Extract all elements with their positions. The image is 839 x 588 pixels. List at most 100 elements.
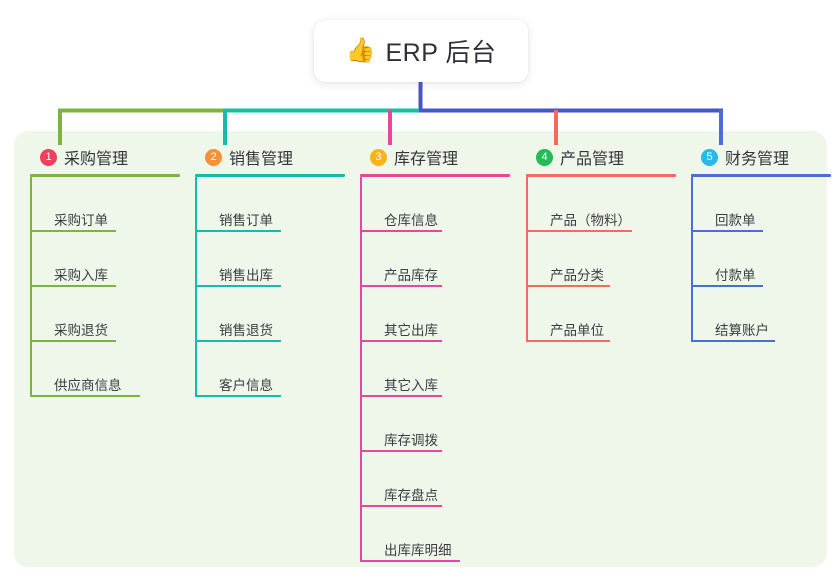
list-item-label: 产品单位	[550, 322, 604, 338]
list-item-rule	[691, 340, 775, 342]
root-node-erp-backend[interactable]: 👍 ERP 后台	[314, 20, 528, 82]
list-item[interactable]: 采购订单	[30, 177, 180, 232]
column-badge-5: 5	[701, 148, 718, 166]
root-node-title: ERP 后台	[385, 39, 497, 67]
column-finance: 5 财务管理 回款单 付款单 结算账户	[691, 144, 831, 342]
column-badge-2: 2	[205, 148, 222, 166]
list-item[interactable]: 其它出库	[360, 287, 510, 342]
list-item-rule	[30, 230, 116, 232]
list-item-label: 产品分类	[550, 267, 604, 283]
list-item-label: 产品库存	[384, 267, 438, 283]
list-item-label: 结算账户	[715, 322, 769, 338]
list-item[interactable]: 销售退货	[195, 287, 345, 342]
list-item-rule	[360, 285, 442, 287]
list-item-rule	[360, 450, 442, 452]
list-item-rule	[360, 230, 442, 232]
column-header-5[interactable]: 5 财务管理	[691, 144, 831, 170]
column-title-5: 财务管理	[725, 151, 790, 168]
list-item[interactable]: 产品（物料）	[526, 177, 676, 232]
list-item-label: 库存调拨	[384, 432, 438, 448]
list-item[interactable]: 结算账户	[691, 287, 831, 342]
column-title-2: 销售管理	[229, 151, 294, 168]
list-item[interactable]: 销售订单	[195, 177, 345, 232]
column-items-1: 采购订单 采购入库 采购退货 供应商信息	[30, 177, 180, 397]
column-badge-1: 1	[40, 148, 57, 166]
column-badge-3: 3	[370, 148, 387, 166]
column-header-rule-5	[691, 174, 831, 177]
column-spine-5	[691, 177, 693, 342]
list-item[interactable]: 库存调拨	[360, 397, 510, 452]
list-item[interactable]: 产品库存	[360, 232, 510, 287]
column-items-4: 产品（物料） 产品分类 产品单位	[526, 177, 676, 342]
list-item-label: 客户信息	[219, 377, 273, 393]
list-item[interactable]: 库存盘点	[360, 452, 510, 507]
list-item-rule	[195, 285, 281, 287]
list-item[interactable]: 其它入库	[360, 342, 510, 397]
list-item-rule	[30, 395, 140, 397]
column-sales: 2 销售管理 销售订单 销售出库 销售退货 客户信息	[195, 144, 345, 397]
column-items-5: 回款单 付款单 结算账户	[691, 177, 831, 342]
column-header-2[interactable]: 2 销售管理	[195, 144, 345, 170]
list-item-label: 采购退货	[54, 322, 108, 338]
list-item[interactable]: 产品分类	[526, 232, 676, 287]
column-purchasing: 1 采购管理 采购订单 采购入库 采购退货 供应商信	[30, 144, 180, 397]
list-item[interactable]: 采购退货	[30, 287, 180, 342]
column-title-1: 采购管理	[64, 151, 129, 168]
list-item-label: 仓库信息	[384, 212, 438, 228]
list-item[interactable]: 回款单	[691, 177, 831, 232]
column-header-4[interactable]: 4 产品管理	[526, 144, 676, 170]
list-item-rule	[526, 230, 632, 232]
list-item-label: 其它入库	[384, 377, 438, 393]
column-header-1[interactable]: 1 采购管理	[30, 144, 180, 170]
list-item-rule	[526, 340, 610, 342]
column-title-3: 库存管理	[394, 151, 459, 168]
list-item[interactable]: 仓库信息	[360, 177, 510, 232]
column-items-3: 仓库信息 产品库存 其它出库 其它入库 库存调拨	[360, 177, 510, 562]
list-item-label: 采购入库	[54, 267, 108, 283]
list-item-rule	[195, 340, 281, 342]
column-badge-4: 4	[536, 148, 553, 166]
list-item-label: 付款单	[715, 267, 756, 283]
column-header-rule-3	[360, 174, 510, 177]
list-item-rule	[195, 395, 281, 397]
list-item[interactable]: 供应商信息	[30, 342, 180, 397]
list-item-rule	[360, 340, 442, 342]
column-header-3[interactable]: 3 库存管理	[360, 144, 510, 170]
list-item-rule	[691, 285, 763, 287]
list-item[interactable]: 出库库明细	[360, 507, 510, 562]
list-item[interactable]: 产品单位	[526, 287, 676, 342]
list-item-label: 供应商信息	[54, 377, 122, 393]
list-item-rule	[195, 230, 281, 232]
column-header-rule-1	[30, 174, 180, 177]
column-spine-3	[360, 177, 362, 562]
list-item[interactable]: 销售出库	[195, 232, 345, 287]
column-header-rule-2	[195, 174, 345, 177]
column-product: 4 产品管理 产品（物料） 产品分类 产品单位	[526, 144, 676, 342]
list-item-rule	[30, 285, 116, 287]
thumbs-up-icon: 👍	[345, 37, 376, 64]
column-title-4: 产品管理	[560, 151, 625, 168]
list-item-label: 回款单	[715, 212, 756, 228]
list-item-label: 库存盘点	[384, 487, 438, 503]
column-header-rule-4	[526, 174, 676, 177]
list-item-rule	[526, 285, 610, 287]
column-spine-2	[195, 177, 197, 397]
list-item-label: 销售退货	[219, 322, 273, 338]
list-item[interactable]: 采购入库	[30, 232, 180, 287]
column-items-2: 销售订单 销售出库 销售退货 客户信息	[195, 177, 345, 397]
list-item-rule	[30, 340, 116, 342]
list-item-label: 产品（物料）	[550, 212, 631, 228]
list-item[interactable]: 客户信息	[195, 342, 345, 397]
list-item-rule	[360, 395, 442, 397]
list-item-rule	[360, 505, 442, 507]
list-item-rule	[691, 230, 763, 232]
list-item[interactable]: 付款单	[691, 232, 831, 287]
column-inventory: 3 库存管理 仓库信息 产品库存 其它出库 其它入库	[360, 144, 510, 562]
list-item-label: 其它出库	[384, 322, 438, 338]
column-spine-1	[30, 177, 32, 397]
list-item-label: 采购订单	[54, 212, 108, 228]
root-node-content: 👍 ERP 后台	[346, 33, 497, 69]
list-item-label: 销售订单	[219, 212, 273, 228]
